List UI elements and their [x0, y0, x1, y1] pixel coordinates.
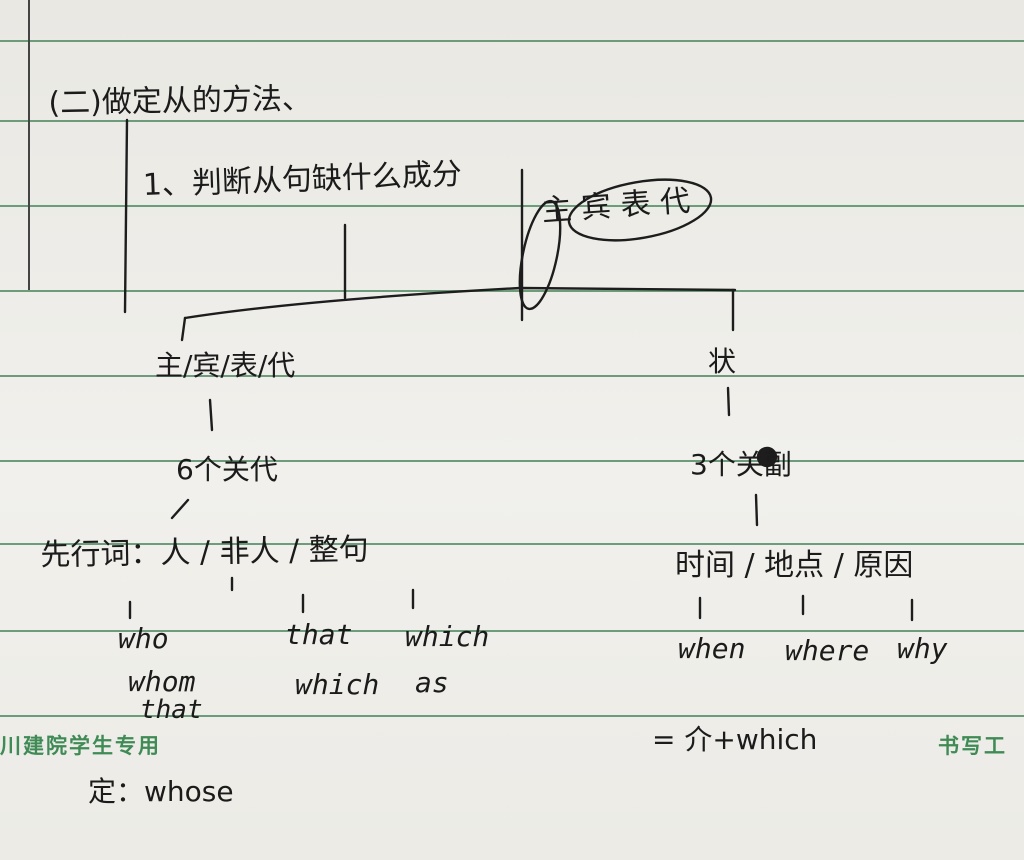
- list-item: why: [897, 632, 948, 665]
- ruled-line: [0, 630, 1024, 632]
- right-branch-label: 状: [708, 345, 737, 378]
- relative-adverb-count: 3个关副: [690, 448, 792, 481]
- relative-pronoun-count: 6个关代: [176, 453, 278, 486]
- ruled-line: [0, 543, 1024, 545]
- list-item: when: [678, 632, 746, 665]
- ruled-line: [0, 120, 1024, 122]
- ruled-line: [0, 375, 1024, 377]
- margin-line: [28, 0, 30, 290]
- ruled-line: [0, 40, 1024, 42]
- preposition-which-note: = 介+which: [652, 723, 818, 756]
- list-item: that: [140, 695, 203, 725]
- list-item: who: [118, 622, 169, 655]
- adverb-categories: 时间 / 地点 / 原因: [675, 548, 914, 583]
- ruled-line: [0, 460, 1024, 462]
- note-heading: (二)做定从的方法、: [48, 81, 313, 121]
- list-item: whom: [128, 665, 196, 698]
- antecedent-line: 先行词：人 / 非人 / 整句: [40, 532, 370, 573]
- ruled-line: [0, 715, 1024, 717]
- list-item: that: [285, 618, 353, 651]
- list-item: as: [415, 666, 449, 699]
- left-branch-label: 主/宾/表/代: [155, 349, 296, 382]
- ruled-line: [0, 205, 1024, 207]
- notebook-footer-left: 川建院学生专用: [0, 734, 161, 758]
- notebook-footer-right: 书写工: [938, 734, 1007, 758]
- list-item: which: [295, 668, 380, 701]
- ruled-line: [0, 290, 1024, 292]
- attributive-whose: 定：whose: [88, 775, 234, 808]
- list-item: which: [405, 620, 490, 653]
- list-item: where: [785, 634, 870, 667]
